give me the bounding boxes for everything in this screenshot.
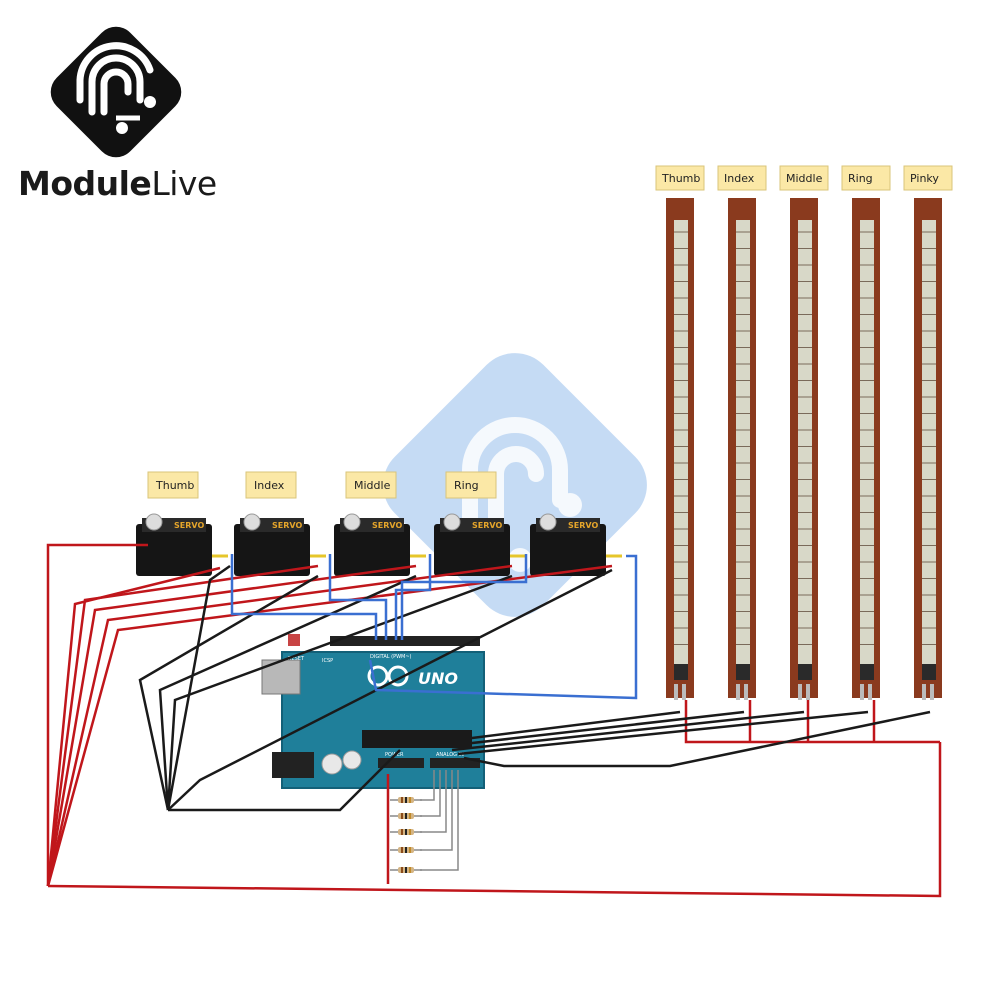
reset-button [288, 634, 300, 646]
arduino-uno-board: RESET ICSP DIGITAL (PWM~) POWER ANALOG I… [261, 634, 485, 789]
flex-sensor-strip [798, 220, 812, 664]
resistor-2 [390, 813, 422, 819]
flex-sensor-middle: Middle [779, 165, 829, 700]
finger-label-note [147, 471, 199, 499]
digital-label: DIGITAL (PWM~) [370, 654, 412, 660]
flex-sensor-index: Index [717, 165, 767, 700]
brand-name-bold: Module [18, 164, 152, 203]
analog-header [430, 758, 480, 768]
arduino-model: UNO [418, 669, 458, 688]
finger-label-note [779, 165, 829, 191]
brand-wordmark: ModuleLive [18, 164, 217, 203]
flex-finger-label: Ring [848, 172, 873, 185]
servo-5: SERVO [530, 513, 622, 576]
resistor-4 [390, 847, 422, 853]
servo-body [234, 524, 310, 576]
digital-header [330, 636, 480, 646]
resistor-1 [390, 797, 422, 803]
finger-label-note [345, 471, 397, 499]
servo-label: SERVO [174, 521, 204, 530]
servo-finger-label: Ring [454, 479, 479, 492]
finger-label-note [717, 165, 767, 191]
flex-sensor-strip [860, 220, 874, 664]
atmega-chip [362, 730, 472, 748]
finger-label-note [245, 471, 297, 499]
servo-finger-label: Middle [354, 479, 391, 492]
servo-body [334, 524, 410, 576]
icsp-label: ICSP [322, 658, 333, 664]
flex-sensor-strip [674, 220, 688, 664]
arduino-logo [367, 665, 409, 687]
flex-sensor-pinky: Pinky [903, 165, 953, 700]
servo-body [136, 524, 212, 576]
resistor-3 [390, 829, 422, 835]
flex-sensor-strip [922, 220, 936, 664]
power-header [378, 758, 424, 768]
reset-label: RESET [288, 656, 305, 662]
red-power-wires [46, 543, 942, 898]
analog-to-resistor-wires [420, 770, 459, 871]
flex-finger-label: Pinky [910, 172, 939, 185]
servo-body [530, 524, 606, 576]
capacitor-2 [342, 750, 362, 770]
flex-finger-label: Index [724, 172, 755, 185]
servo-finger-label: Thumb [155, 479, 194, 492]
analog-label: ANALOG IN [436, 752, 464, 758]
blue-signal-wires [230, 554, 638, 700]
servo-label: SERVO [472, 521, 502, 530]
capacitor-1 [321, 753, 343, 775]
flex-sensor-strip [736, 220, 750, 664]
servo-body [434, 524, 510, 576]
finger-label-note [655, 165, 705, 191]
brand-name-light: Live [151, 164, 217, 203]
flex-finger-label: Thumb [661, 172, 700, 185]
finger-label-note [841, 165, 891, 191]
flex-finger-label: Middle [786, 172, 823, 185]
black-ground-wires [138, 564, 931, 812]
resistor-5 [390, 867, 422, 873]
servo-label: SERVO [568, 521, 598, 530]
power-jack [272, 752, 314, 778]
servo-finger-label: Index [254, 479, 285, 492]
flex-sensor-ring: Ring [841, 165, 891, 700]
flex-sensor-thumb: Thumb [655, 165, 705, 700]
finger-label-note [445, 471, 497, 499]
modulelive-logo [50, 26, 182, 158]
resistor-group [390, 797, 422, 873]
flex-sensor-group: Thumb Index Middle Ring Pinky [655, 165, 953, 700]
finger-label-note [903, 165, 953, 191]
servo-group: ThumbSERVOIndexSERVOMiddleSERVORingSERVO… [136, 471, 622, 576]
servo-label: SERVO [272, 521, 302, 530]
servo-label: SERVO [372, 521, 402, 530]
